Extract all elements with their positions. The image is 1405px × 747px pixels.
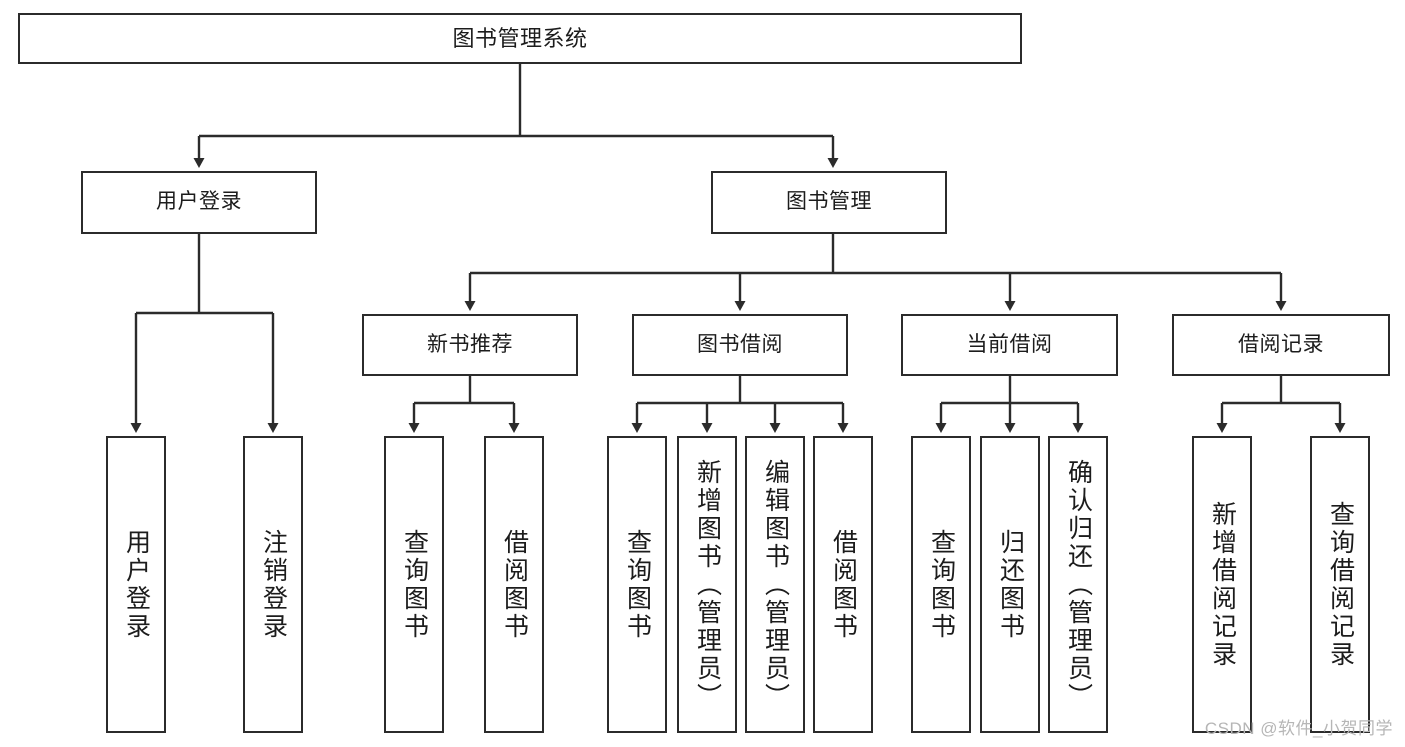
leaf-borrow-edit-admin[interactable]: 编辑图书（管理员） — [745, 436, 805, 733]
leaf-borrow-query[interactable]: 查询图书 — [607, 436, 667, 733]
leaf-records-query-label: 查询借阅记录 — [1326, 500, 1355, 669]
node-book-management[interactable]: 图书管理 — [711, 171, 947, 234]
leaf-records-query[interactable]: 查询借阅记录 — [1310, 436, 1370, 733]
node-current-borrow[interactable]: 当前借阅 — [901, 314, 1118, 376]
leaf-current-return-label: 归还图书 — [996, 528, 1025, 641]
node-user-login-label: 用户登录 — [156, 190, 242, 214]
node-new-book-recommend-label: 新书推荐 — [427, 332, 513, 356]
leaf-current-confirm-admin-label: 确认归还（管理员） — [1064, 458, 1093, 711]
leaf-records-add[interactable]: 新增借阅记录 — [1192, 436, 1252, 733]
node-user-login[interactable]: 用户登录 — [81, 171, 317, 234]
leaf-current-return[interactable]: 归还图书 — [980, 436, 1040, 733]
node-borrow-records[interactable]: 借阅记录 — [1172, 314, 1390, 376]
node-current-borrow-label: 当前借阅 — [966, 332, 1053, 356]
leaf-borrow-add-admin-label: 新增图书（管理员） — [693, 458, 722, 711]
leaf-borrow-edit-admin-label: 编辑图书（管理员） — [761, 458, 790, 711]
node-book-borrow-label: 图书借阅 — [697, 332, 783, 356]
leaf-borrow-add-admin[interactable]: 新增图书（管理员） — [677, 436, 737, 733]
node-root-label: 图书管理系统 — [452, 25, 588, 51]
leaf-new-book-query-label: 查询图书 — [400, 528, 429, 641]
node-root[interactable]: 图书管理系统 — [18, 13, 1022, 64]
node-book-borrow[interactable]: 图书借阅 — [632, 314, 848, 376]
leaf-borrow-query-label: 查询图书 — [623, 528, 652, 641]
leaf-current-confirm-admin[interactable]: 确认归还（管理员） — [1048, 436, 1108, 733]
leaf-current-query[interactable]: 查询图书 — [911, 436, 971, 733]
node-new-book-recommend[interactable]: 新书推荐 — [362, 314, 578, 376]
leaf-user-login-signin-label: 用户登录 — [122, 528, 151, 641]
node-borrow-records-label: 借阅记录 — [1238, 332, 1324, 356]
leaf-user-login-signout-label: 注销登录 — [259, 528, 288, 641]
leaf-records-add-label: 新增借阅记录 — [1208, 500, 1237, 669]
leaf-new-book-borrow-label: 借阅图书 — [500, 528, 529, 641]
leaf-borrow-borrow-book[interactable]: 借阅图书 — [813, 436, 873, 733]
leaf-new-book-query[interactable]: 查询图书 — [384, 436, 444, 733]
leaf-user-login-signout[interactable]: 注销登录 — [243, 436, 303, 733]
leaf-current-query-label: 查询图书 — [927, 528, 956, 641]
node-book-management-label: 图书管理 — [786, 190, 872, 214]
leaf-new-book-borrow[interactable]: 借阅图书 — [484, 436, 544, 733]
leaf-user-login-signin[interactable]: 用户登录 — [106, 436, 166, 733]
leaf-borrow-borrow-book-label: 借阅图书 — [829, 528, 858, 641]
